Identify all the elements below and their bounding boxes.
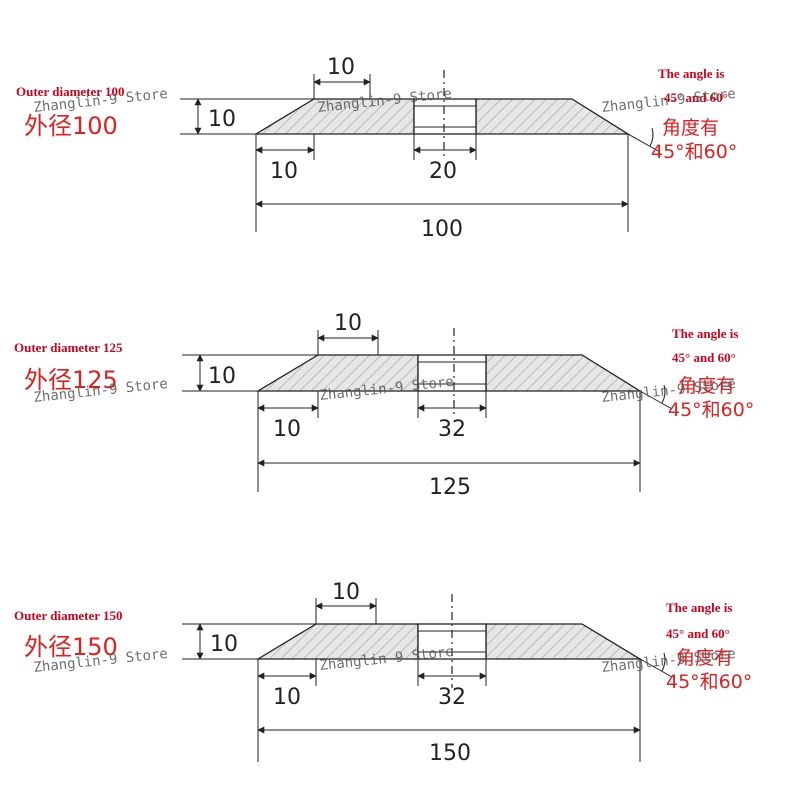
- outer-diameter-cn: 外径125: [24, 366, 118, 394]
- bore-label: 32: [438, 417, 466, 442]
- angle-en-line1: The angle is: [666, 600, 732, 615]
- outer-diameter-label: 150: [429, 741, 471, 766]
- outer-diameter-en: Outer diameter 150: [14, 608, 123, 623]
- wheel-body-right: [485, 354, 643, 392]
- outer-diameter-en: Outer diameter 125: [14, 340, 123, 355]
- angle-arc: [661, 384, 666, 404]
- top-width-label: 10: [327, 55, 355, 80]
- panel-diameter-125: 10 10 10 32 125 Outer diameter 125 外径125…: [14, 311, 754, 500]
- angle-cn-line2: 45°和60°: [651, 141, 737, 163]
- outer-diameter-label: 100: [421, 217, 463, 242]
- angle-cn-line2: 45°和60°: [666, 671, 752, 693]
- thickness-label: 10: [210, 632, 238, 657]
- thickness-label: 10: [208, 107, 236, 132]
- angle-en-line2: 45° and 60°: [666, 626, 730, 641]
- bore-label: 20: [429, 159, 457, 184]
- bevel-width-label: 10: [270, 159, 298, 184]
- bevel-width-label: 10: [273, 417, 301, 442]
- angle-arc: [661, 652, 666, 672]
- panel-diameter-100: 10 10 10 20 100 Outer diameter 100 外径100…: [16, 55, 737, 242]
- angle-cn-line1: 角度有: [662, 117, 719, 139]
- angle-cn-line1: 角度有: [678, 375, 735, 397]
- bevel-width-label: 10: [273, 685, 301, 710]
- angle-cn-line2: 45°和60°: [668, 399, 754, 421]
- outer-diameter-cn: 外径150: [24, 633, 118, 661]
- panel-diameter-150: 10 10 10 32 150 Outer diameter 150 外径150…: [14, 580, 752, 766]
- outer-diameter-label: 125: [429, 475, 471, 500]
- outer-diameter-en: Outer diameter 100: [16, 84, 125, 99]
- angle-en-line2: 45° and 60°: [664, 90, 728, 105]
- top-width-label: 10: [334, 311, 362, 336]
- angle-arc: [649, 127, 654, 147]
- angle-en-line2: 45° and 60°: [672, 350, 736, 365]
- bore-label: 32: [438, 685, 466, 710]
- angle-en-line1: The angle is: [672, 326, 738, 341]
- angle-en-line1: The angle is: [658, 66, 724, 81]
- wheel-body-right: [485, 623, 643, 660]
- bore-hole: [413, 98, 477, 135]
- angle-cn-line1: 角度有: [676, 647, 733, 669]
- thickness-label: 10: [208, 364, 236, 389]
- bore-hole: [417, 354, 487, 392]
- outer-diameter-cn: 外径100: [24, 112, 118, 140]
- top-width-label: 10: [332, 580, 360, 605]
